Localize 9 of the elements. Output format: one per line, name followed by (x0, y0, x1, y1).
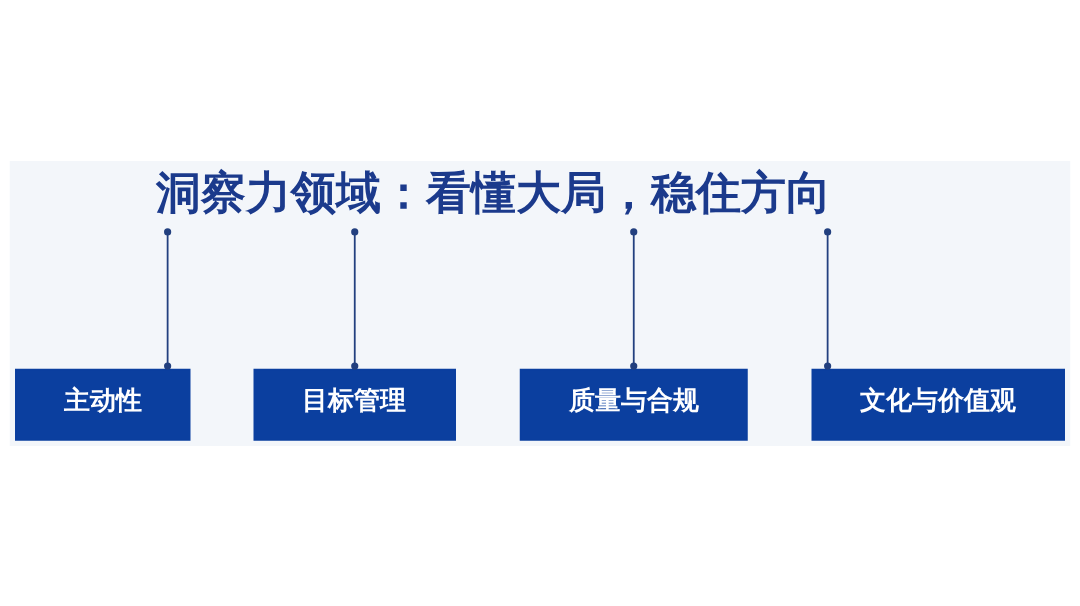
connector (164, 227, 172, 370)
node-box: 目标管理 (253, 368, 456, 441)
node-box: 主动性 (15, 368, 191, 441)
connector (351, 227, 359, 370)
connector (824, 227, 832, 370)
connector (630, 227, 638, 370)
node-box: 质量与合规 (519, 368, 748, 441)
node-box: 文化与价值观 (811, 368, 1065, 441)
node-text: 洞察力领域：看懂大局，稳住方向 (156, 165, 831, 218)
